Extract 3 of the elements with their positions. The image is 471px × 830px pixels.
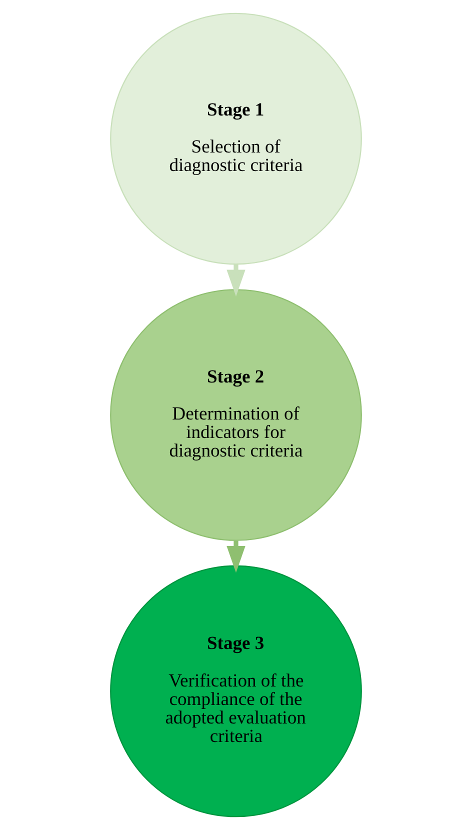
node-circle: Stage 3 Verification of the compliance of the adopted evaluation criteria — [110, 565, 362, 818]
node-circle: Stage 1 Selection of diagnostic criteria — [110, 12, 362, 265]
node-circle: Stage 2 Determination of indicators for diagnostic criteria — [110, 289, 362, 541]
